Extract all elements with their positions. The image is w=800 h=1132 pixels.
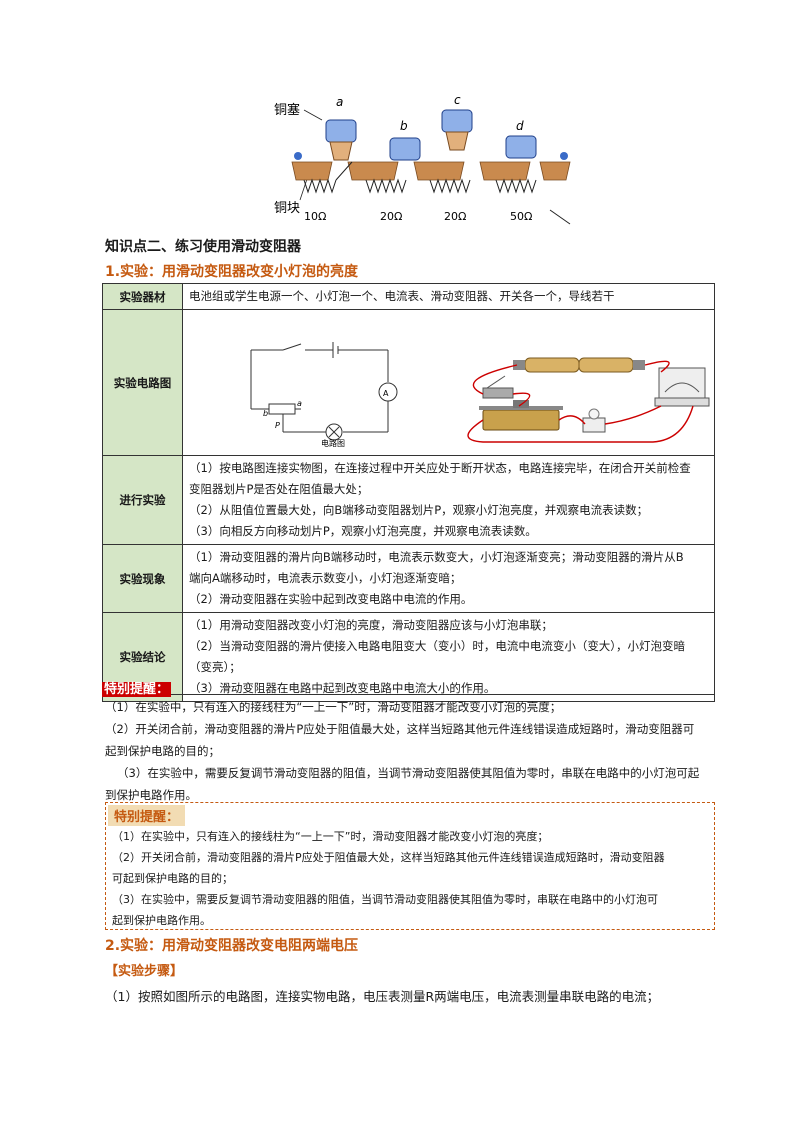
equipment-label: 实验器材 [102,283,183,310]
resistor-50: 50Ω [510,210,532,223]
conclusion-line-3: （变亮）； [189,660,241,674]
letter-a: a [336,95,343,109]
circuit-schematic [250,342,398,441]
tip1-line-2: （2）开关闭合前，滑动变阻器的滑片P应处于阻值最大处，这样当短路其他元件连线错误… [105,722,695,736]
circuit-caption: 电路图 [321,438,345,448]
conclusion-line-1: （1）用滑动变阻器改变小灯泡的亮度，滑动变阻器应该与小灯泡串联； [189,618,553,632]
phenomenon-line-3: （2）滑动变阻器在实验中起到改变电路中电流的作用。 [189,592,473,606]
ammeter-icon: A [383,389,389,398]
exp1-title: 1.实验：用滑动变阻器改变小灯泡的亮度 [105,264,359,280]
circuit-letter-p: P [275,421,280,430]
tip1-line-5: 到保护电路作用。 [105,788,197,802]
resistance-box-figure: 铜塞 铜块 a b c d 10Ω 20Ω 20Ω 50Ω [274,93,571,225]
letter-d: d [516,119,524,133]
letter-c: c [454,93,461,107]
apparatus-photo [467,357,710,443]
circuit-letter-b: b [263,409,268,418]
tip2-body: （1）在实验中，只有连入的接线柱为“一上一下”时，滑动变阻器才能改变小灯泡的亮度… [106,826,714,931]
tip2-line-5: 起到保护电路作用。 [112,914,211,927]
tip1-tag: 特别提醒： [102,682,172,697]
letter-b: b [400,119,408,133]
exp2-title: 2.实验：用滑动变阻器改变电阻两端电压 [105,938,359,954]
tip2-line-4: （3）在实验中，需要反复调节滑动变阻器的阻值，当调节滑动变阻器使其阻值为零时，串… [112,893,658,906]
circuit-letter-a: a [297,399,302,408]
conclusion-line-2: （2）当滑动变阻器的滑片使接入电路电阻变大（变小）时，电流中电流变小（变大），小… [189,639,686,653]
procedure-label: 进行实验 [102,455,183,545]
tip1-body: （1）在实验中，只有连入的接线柱为“一上一下”时，滑动变阻器才能改变小灯泡的亮度… [105,696,715,806]
steps-label: 【实验步骤】 [105,964,184,979]
step-1: （1）按照如图所示的电路图，连接实物电路，电压表测量R两端电压，电流表测量串联电… [105,989,660,1004]
procedure-line-1: （1）按电路图连接实物图，在连接过程中开关应处于断开状态，电路连接完毕，在闭合开… [189,461,691,475]
tip1-line-3: 起到保护电路的目的； [105,744,220,758]
tip2-tag: 特别提醒： [108,805,186,826]
experiment-table: 实验器材 电池组或学生电源一个、小灯泡一个、电流表、滑动变阻器、开关各一个，导线… [102,283,715,702]
tip2-box: 特别提醒： （1）在实验中，只有连入的接线柱为“一上一下”时，滑动变阻器才能改变… [105,802,715,930]
resistor-10: 10Ω [304,210,326,223]
phenomenon-label: 实验现象 [102,544,183,613]
resistor-20a: 20Ω [380,210,402,223]
block-label: 铜块 [274,201,300,216]
procedure-line-2: 变阻器划片P是否处在阻值最大处； [189,482,369,496]
plug-label: 铜塞 [274,102,300,118]
procedure-line-3: （2）从阻值位置最大处，向B端移动变阻器划片P，观察小灯泡亮度，并观察电流表读数… [189,503,649,517]
tip2-line-1: （1）在实验中，只有连入的接线柱为“一上一下”时，滑动变阻器才能改变小灯泡的亮度… [112,830,549,843]
phenomenon-line-1: （1）滑动变阻器的滑片向B端移动时，电流表示数变大，小灯泡逐渐变亮；滑动变阻器的… [189,550,684,564]
phenomenon-line-2: 端向A端移动时，电流表示数变小，小灯泡逐渐变暗； [189,571,462,585]
copper-plugs [325,109,537,161]
procedure-line-4: （3）向相反方向移动划片P，观察小灯泡亮度，并观察电流表读数。 [189,524,537,538]
tip2-line-2: （2）开关闭合前，滑动变阻器的滑片P应处于阻值最大处，这样当短路其他元件连线错误… [112,851,665,864]
resistor-20b: 20Ω [444,210,466,223]
tip2-line-3: 可起到保护电路的目的； [112,872,233,885]
tip1-line-1: （1）在实验中，只有连入的接线柱为“一上一下”时，滑动变阻器才能改变小灯泡的亮度… [105,700,562,714]
circuit-diagrams: A a b P 电路图 [250,342,710,448]
section-title: 知识点二、练习使用滑动变阻器 [105,239,301,255]
equipment-text: 电池组或学生电源一个、小灯泡一个、电流表、滑动变阻器、开关各一个，导线若干 [182,283,715,310]
tip1-header: 特别提醒： [102,678,715,697]
conclusion-line-4: （3）滑动变阻器在电路中起到改变电路中电流大小的作用。 [189,681,496,695]
tip1-line-4: （3）在实验中，需要反复调节滑动变阻器的阻值，当调节滑动变阻器使其阻值为零时，串… [117,766,700,780]
circuit-label: 实验电路图 [102,309,183,456]
